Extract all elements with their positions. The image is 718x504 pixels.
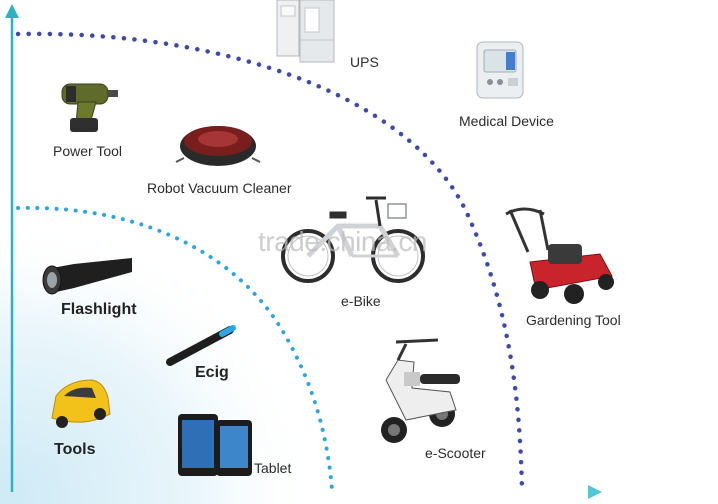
- scooter-icon: [381, 338, 460, 443]
- label-ups: UPS: [350, 54, 379, 70]
- power-drill-icon: [61, 83, 118, 132]
- toy-car-icon: [51, 379, 111, 428]
- label-escooter: e-Scooter: [425, 445, 486, 461]
- tablet-icon: [178, 414, 252, 476]
- label-medical-device: Medical Device: [459, 113, 554, 129]
- ups-cabinet-icon: [276, 0, 335, 63]
- ebike-icon: [281, 196, 425, 283]
- watermark: trade.china.cn: [258, 226, 427, 257]
- label-flashlight: Flashlight: [61, 301, 137, 318]
- label-gardening-tool: Gardening Tool: [526, 312, 621, 328]
- label-robot-vacuum: Robot Vacuum Cleaner: [147, 180, 292, 196]
- ecig-icon: [166, 325, 236, 366]
- flashlight-icon: [42, 258, 132, 295]
- label-ecig: Ecig: [195, 364, 229, 381]
- outer-dotted-arc: [15, 31, 525, 493]
- robot-vacuum-icon: [175, 126, 261, 166]
- label-tools: Tools: [54, 441, 96, 458]
- label-power-tool: Power Tool: [53, 143, 123, 159]
- axes: [5, 4, 602, 499]
- medical-device-icon: [476, 41, 524, 99]
- label-ebike: e-Bike: [341, 293, 381, 309]
- label-tablet: Tablet: [254, 460, 292, 476]
- lawn-mower-icon: [505, 207, 614, 304]
